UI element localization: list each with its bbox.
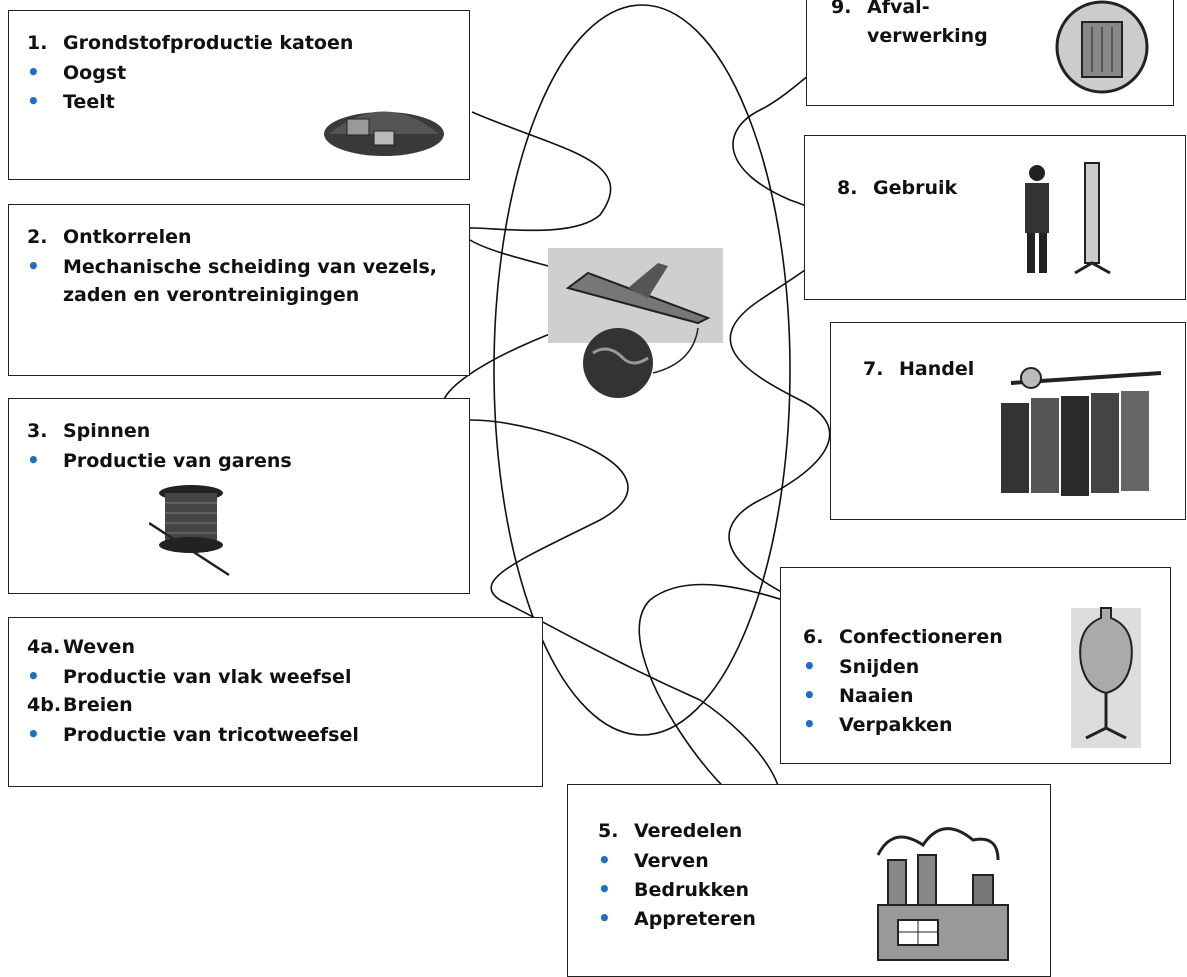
step-4-box: 4a.Weven •Productie van vlak weefsel 4b.… bbox=[8, 617, 543, 787]
step-6-number: 6. bbox=[803, 626, 824, 648]
bullet-icon: • bbox=[803, 683, 816, 707]
step-4a-number: 4a. bbox=[27, 636, 61, 658]
step-3-box: 3.Spinnen •Productie van garens bbox=[8, 398, 470, 594]
step-1-title-text: Grondstofproductie katoen bbox=[63, 32, 354, 54]
step-2-number: 2. bbox=[27, 226, 48, 248]
step-7-box: 7.Handel bbox=[830, 322, 1186, 520]
airplane-globe-icon bbox=[548, 248, 723, 398]
step-7-number: 7. bbox=[863, 358, 884, 380]
step-4a-title: 4a.Weven bbox=[27, 633, 135, 662]
step-5-bullet-1: •Verven bbox=[598, 846, 709, 876]
step-4b-bullet: •Productie van tricotweefsel bbox=[27, 720, 359, 750]
step-1-number: 1. bbox=[27, 32, 48, 54]
step-4b-number: 4b. bbox=[27, 694, 62, 716]
person-mirror-icon bbox=[1025, 162, 1111, 275]
step-9-box: 9.Afval- verwerking bbox=[806, 0, 1174, 106]
step-6-bullet-2: •Naaien bbox=[803, 681, 913, 711]
step-5-box: 5.Veredelen •Verven •Bedrukken •Appreter… bbox=[567, 784, 1051, 977]
bullet-icon: • bbox=[27, 89, 40, 113]
step-9-title-line-2: verwerking bbox=[867, 25, 988, 47]
bullet-icon: • bbox=[598, 877, 611, 901]
bullet-icon: • bbox=[27, 664, 40, 688]
step-1-title: 1. Grondstofproductie katoen bbox=[27, 29, 353, 58]
clothing-rack-icon bbox=[1001, 367, 1162, 496]
bullet-icon: • bbox=[803, 654, 816, 678]
step-9-number: 9. bbox=[831, 0, 852, 18]
step-4a-bullet: •Productie van vlak weefsel bbox=[27, 662, 351, 692]
step-6-bullet-3: •Verpakken bbox=[803, 710, 953, 740]
step-6-title: 6.Confectioneren bbox=[803, 623, 1003, 652]
bullet-icon: • bbox=[803, 712, 816, 736]
step-5-bullet-2: •Bedrukken bbox=[598, 875, 749, 905]
step-1-bullet-1: •Oogst bbox=[27, 58, 126, 88]
step-1-box: 1. Grondstofproductie katoen •Oogst •Teel… bbox=[8, 10, 470, 180]
bullet-icon: • bbox=[27, 448, 40, 472]
step-5-title: 5.Veredelen bbox=[598, 817, 742, 846]
bullet-icon: • bbox=[27, 254, 40, 278]
step-5-bullet-3: •Appreteren bbox=[598, 904, 756, 934]
step-6-box: 6.Confectioneren •Snijden •Naaien •Verpa… bbox=[780, 567, 1171, 764]
thread-spool-icon bbox=[149, 485, 230, 577]
step-8-box: 8.Gebruik bbox=[804, 135, 1186, 300]
bullet-icon: • bbox=[598, 906, 611, 930]
step-5-number: 5. bbox=[598, 820, 619, 842]
step-1-bullet-2: •Teelt bbox=[27, 87, 115, 117]
step-4b-title: 4b.Breien bbox=[27, 691, 133, 720]
step-7-title: 7.Handel bbox=[863, 355, 974, 384]
center-ellipse bbox=[493, 4, 791, 736]
step-2-bullet-1: •Mechanische scheiding van vezels, bbox=[27, 252, 437, 282]
bullet-icon: • bbox=[27, 60, 40, 84]
step-2-box: 2.Ontkorrelen •Mechanische scheiding van… bbox=[8, 204, 470, 376]
step-3-bullet-1: •Productie van garens bbox=[27, 446, 292, 476]
cotton-field-icon bbox=[324, 111, 444, 156]
step-8-title: 8.Gebruik bbox=[837, 174, 957, 203]
step-2-bullet-1-continued: zaden en verontreinigingen bbox=[63, 284, 360, 306]
dress-form-icon bbox=[1071, 607, 1141, 748]
step-9-title-line-1: 9.Afval- bbox=[831, 0, 930, 22]
factory-icon bbox=[876, 827, 1009, 961]
step-6-bullet-1: •Snijden bbox=[803, 652, 919, 682]
bullet-icon: • bbox=[27, 722, 40, 746]
step-8-number: 8. bbox=[837, 177, 858, 199]
step-3-number: 3. bbox=[27, 420, 48, 442]
step-3-title: 3.Spinnen bbox=[27, 417, 150, 446]
bullet-icon: • bbox=[598, 848, 611, 872]
step-2-title: 2.Ontkorrelen bbox=[27, 223, 192, 252]
trash-can-icon bbox=[1055, 0, 1149, 94]
